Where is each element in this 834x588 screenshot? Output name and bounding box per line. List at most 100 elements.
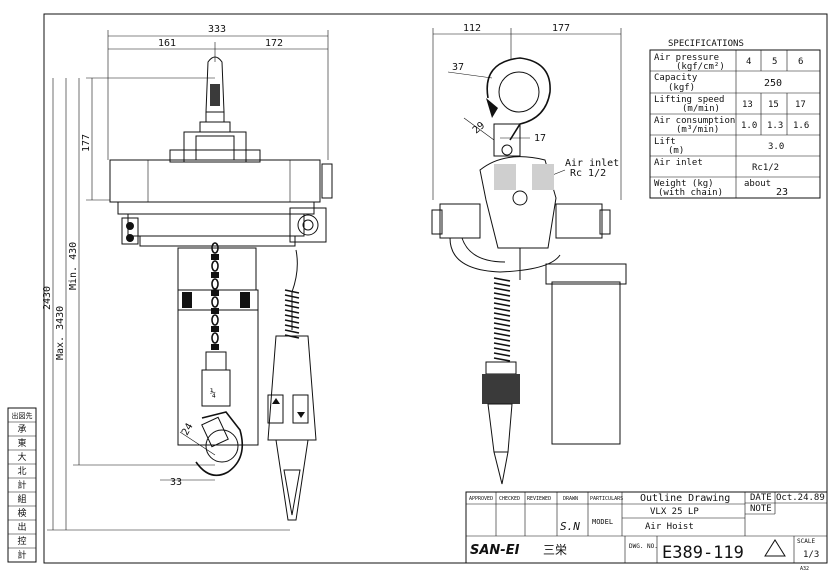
chain-spring-coil	[493, 357, 511, 362]
spec-row-label: Air inlet	[654, 158, 703, 168]
distribution-item: 計	[17, 549, 26, 561]
chain-spring-coil	[493, 287, 511, 292]
spec-row-unit: (m³/min)	[676, 125, 719, 135]
title-line-3: Air Hoist	[645, 522, 694, 532]
model-label: MODEL	[592, 518, 613, 526]
spec-row-unit: (with chain)	[658, 188, 723, 198]
spec-value: 13	[742, 100, 753, 110]
chain-spring-coil	[493, 347, 511, 352]
distribution-header: 出図先	[12, 411, 33, 420]
chain-link	[211, 344, 219, 350]
svg-text:¼: ¼	[210, 387, 216, 399]
dim-hook-to-body: 177	[81, 134, 92, 152]
drawn-signature: S.N	[560, 520, 580, 533]
dim-overall-width: 333	[208, 24, 226, 35]
spec-row-unit: (kgf)	[668, 83, 695, 93]
hose-spring-coil	[284, 299, 300, 304]
distribution-item: 控	[17, 535, 26, 547]
spec-row-label: Capacity	[654, 73, 698, 83]
chain-link	[211, 290, 219, 296]
hose-spring-coil	[284, 294, 300, 299]
title-line-1: Outline Drawing	[640, 493, 730, 504]
date-label: DATE	[750, 493, 772, 503]
chain-spring-coil	[493, 317, 511, 322]
hose-spring-coil	[284, 309, 300, 314]
spec-row-unit: (kgf/cm²)	[676, 62, 725, 72]
distribution-item: 計	[17, 479, 26, 491]
chain-spring-coil	[493, 352, 511, 357]
hose-spring-coil	[284, 314, 300, 319]
spec-value: 4	[746, 57, 751, 67]
dim-hook-radius: 24	[180, 422, 196, 438]
hose-spring-coil	[284, 289, 300, 294]
distribution-item: 北	[17, 466, 26, 477]
chain-link	[211, 260, 219, 272]
chain-link	[211, 242, 219, 254]
distribution-item: 承	[17, 424, 26, 435]
distribution-item: 東	[17, 437, 26, 449]
chain-link	[211, 308, 219, 314]
spec-value: 1.0	[741, 121, 757, 131]
dim-hook-37: 37	[452, 62, 464, 73]
spec-value: 250	[764, 78, 782, 89]
chain-spring-coil	[493, 282, 511, 287]
chain-spring-coil	[493, 302, 511, 307]
distribution-item: 大	[17, 451, 26, 463]
dim-side-w2: 177	[552, 23, 570, 34]
spec-value: 1.3	[767, 121, 783, 131]
front-view-hoist: ¼	[109, 56, 333, 521]
hose-spring-coil	[284, 304, 300, 309]
revision-triangle-icon	[764, 539, 786, 557]
chain-spring-coil	[493, 307, 511, 312]
air-inlet-label: Air inlet	[565, 158, 619, 169]
dim-left-width: 161	[158, 38, 176, 49]
scale-label: SCALE	[797, 538, 815, 545]
hose-spring-coil	[284, 329, 300, 334]
spec-title: SPECIFICATIONS	[668, 39, 744, 49]
chain-spring-coil	[493, 297, 511, 302]
chain-link	[211, 296, 219, 308]
spec-value: about	[744, 179, 771, 189]
specifications-table: SPECIFICATIONS Air pressure (kgf/cm²) 4 …	[649, 39, 821, 199]
dim-hook-17: 17	[534, 133, 546, 144]
chain-spring-coil	[493, 292, 511, 297]
distribution-column: 出図先 承 東 大 北 計 組 検 出 控 計	[7, 407, 37, 563]
hose-spring-coil	[284, 319, 300, 324]
drawn-label: DRAWN	[563, 496, 578, 502]
sheet-ref: A32	[800, 566, 809, 572]
chain-spring-coil	[493, 327, 511, 332]
chain-spring-coil	[493, 342, 511, 347]
chain-link	[211, 332, 219, 344]
spec-row-label: Weight (kg)	[654, 179, 714, 189]
approved-label: APPROVED	[469, 496, 493, 502]
company-jp-text: 三栄	[543, 543, 567, 557]
dim-hook-29: 29	[471, 120, 487, 136]
spec-row-label: Air consumption	[654, 116, 735, 126]
title-block: APPROVED CHECKED REVIEWED DRAWN PARTICUL…	[465, 491, 828, 572]
dim-total-height: 2430	[42, 286, 53, 310]
spec-value: 5	[772, 57, 777, 67]
side-view-hoist	[431, 57, 627, 485]
date-value: Oct.24.89	[776, 493, 825, 503]
chain-link	[211, 326, 219, 332]
dim-min: Min. 430	[68, 242, 79, 290]
dim-hook-width: 33	[170, 477, 182, 488]
title-line-2: VLX 25 LP	[650, 507, 699, 517]
spec-row-unit: (m/min)	[682, 104, 720, 114]
chain-spring-coil	[493, 312, 511, 317]
distribution-item: 出	[17, 521, 26, 533]
spec-row-label: Lifting speed	[654, 95, 724, 105]
drawing-border	[43, 13, 828, 564]
air-inlet-size: Rc 1/2	[570, 168, 606, 179]
dwg-number: E389-119	[662, 543, 744, 563]
distribution-item: 検	[17, 507, 26, 519]
dim-side-w1: 112	[463, 23, 481, 34]
spec-row-unit: (m)	[668, 146, 684, 156]
note-label: NOTE	[750, 504, 772, 514]
chain-link	[211, 272, 219, 278]
dwg-label: DWG. NO.	[629, 543, 658, 550]
distribution-item: 組	[17, 493, 26, 505]
chain-spring-coil	[493, 332, 511, 337]
dim-max: Max. 3430	[55, 306, 66, 360]
reviewed-label: REVIEWED	[527, 496, 551, 502]
